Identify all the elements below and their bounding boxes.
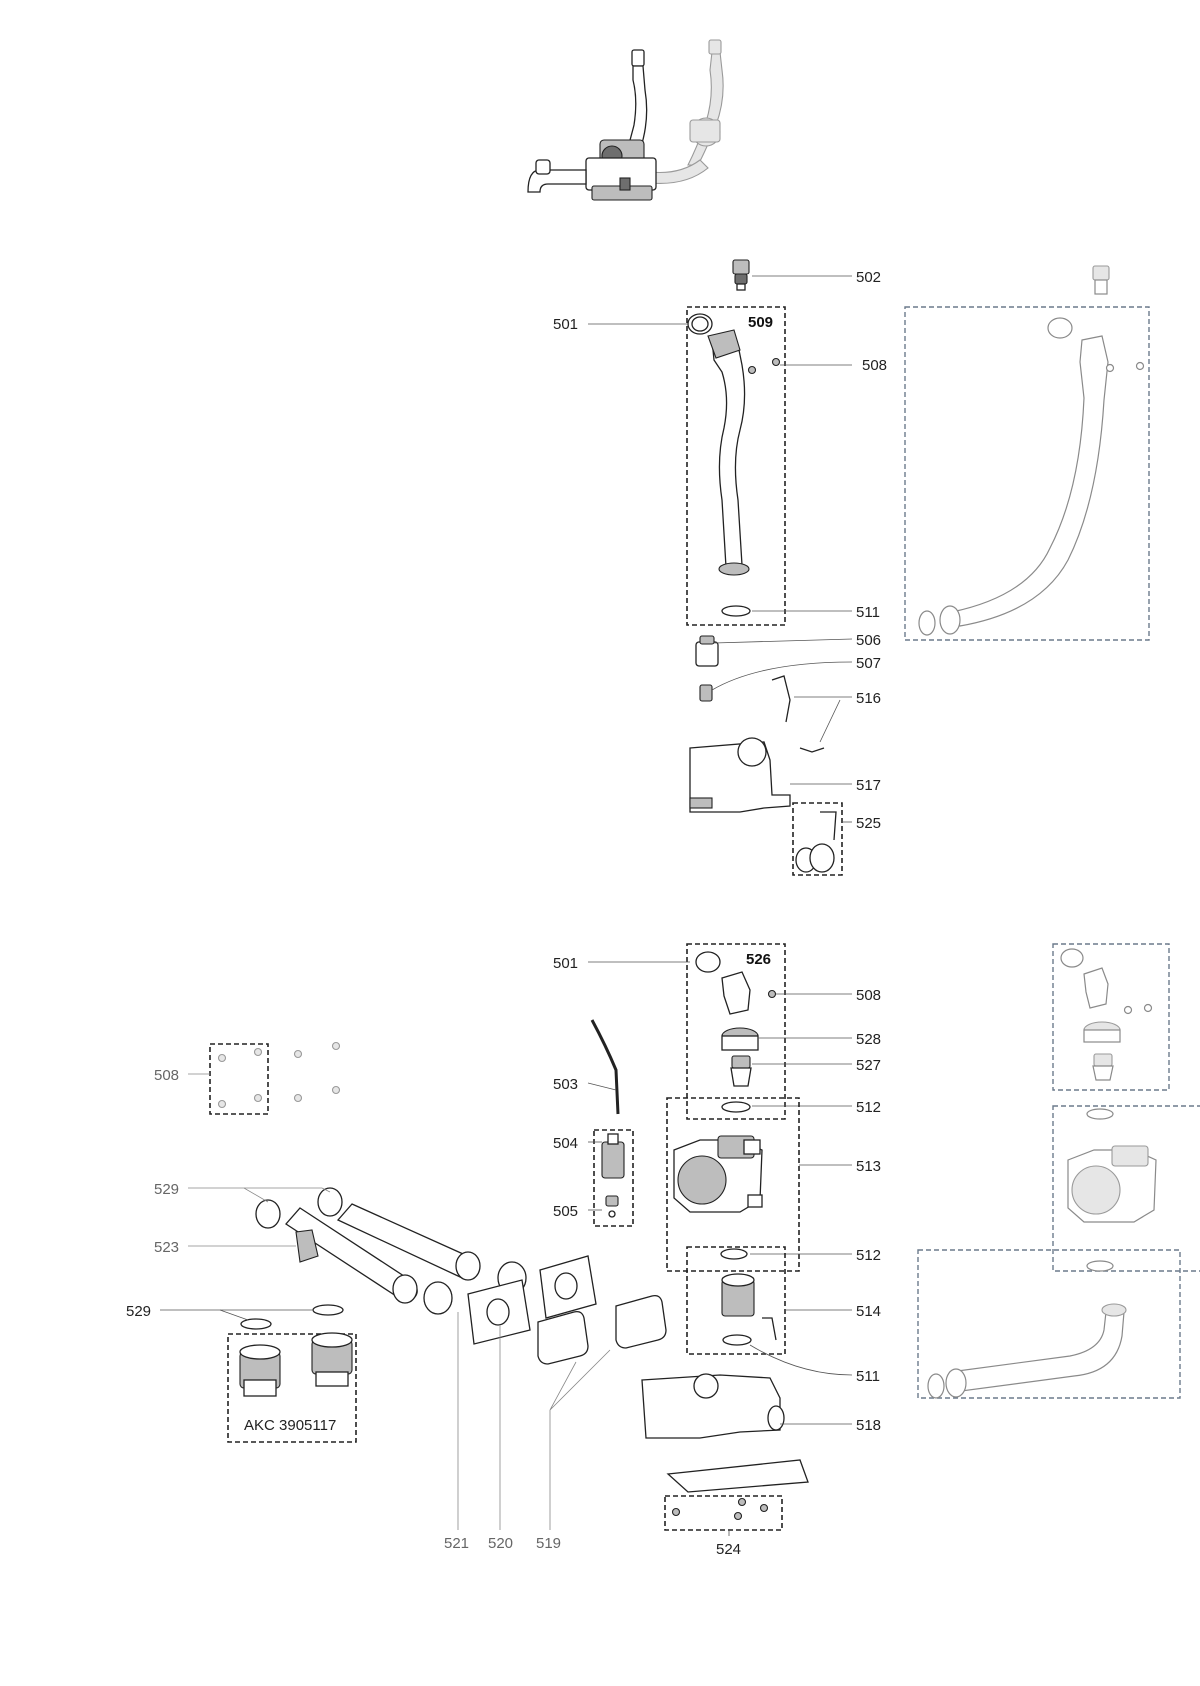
kit-box-akc (227, 1333, 357, 1443)
callout-514: 514 (856, 1303, 881, 1320)
callout-501-lower: 501 (553, 955, 578, 972)
kit-box-513 (666, 1097, 800, 1272)
alt-pump-box-top (1052, 943, 1170, 1091)
air-vent-cap (732, 259, 750, 275)
callout-529-upper: 529 (154, 1181, 179, 1198)
upper-exploded-section (588, 259, 1150, 876)
alt-pump-box-mid (1052, 1105, 1200, 1272)
callout-519: 519 (536, 1535, 561, 1552)
callout-529-lower: 529 (126, 1303, 151, 1320)
kit-box-526 (686, 943, 786, 1120)
callout-525: 525 (856, 815, 881, 832)
callout-520: 520 (488, 1535, 513, 1552)
callout-517: 517 (856, 777, 881, 794)
callout-506: 506 (856, 632, 881, 649)
callout-526: 526 (746, 951, 771, 968)
kit-box-514 (686, 1246, 786, 1355)
callout-507: 507 (856, 655, 881, 672)
callout-508-left: 508 (154, 1067, 179, 1084)
callout-502: 502 (856, 269, 881, 286)
callout-504: 504 (553, 1135, 578, 1152)
callout-501-upper: 501 (553, 316, 578, 333)
callout-labels: 502 501 509 508 511 506 507 516 517 525 … (126, 269, 887, 1558)
callout-503: 503 (553, 1076, 578, 1093)
callout-524: 524 (716, 1541, 741, 1558)
kit-label-akc: AKC 3905117 (244, 1417, 336, 1434)
kit-box-525 (792, 802, 843, 876)
overview-assembly (527, 39, 724, 201)
callout-528: 528 (856, 1031, 881, 1048)
kit-box-504 (593, 1129, 634, 1227)
callout-512-bottom: 512 (856, 1247, 881, 1264)
callout-511-upper: 511 (856, 604, 880, 621)
callout-513: 513 (856, 1158, 881, 1175)
callout-509: 509 (748, 314, 773, 331)
callout-508-lower: 508 (856, 987, 881, 1004)
alt-pipe-box-lower (917, 1249, 1181, 1399)
callout-516: 516 (856, 690, 881, 707)
callout-518: 518 (856, 1417, 881, 1434)
callout-512-top: 512 (856, 1099, 881, 1116)
lower-exploded-section (160, 943, 1200, 1536)
callout-505: 505 (553, 1203, 578, 1220)
callout-523: 523 (154, 1239, 179, 1256)
callout-508-upper: 508 (862, 357, 887, 374)
callout-521: 521 (444, 1535, 469, 1552)
callout-511-lower: 511 (856, 1368, 880, 1385)
kit-box-509 (686, 306, 786, 626)
callout-527: 527 (856, 1057, 881, 1074)
kit-box-508-left (209, 1043, 269, 1115)
kit-box-524 (664, 1495, 783, 1531)
alt-pipe-box (904, 306, 1150, 641)
